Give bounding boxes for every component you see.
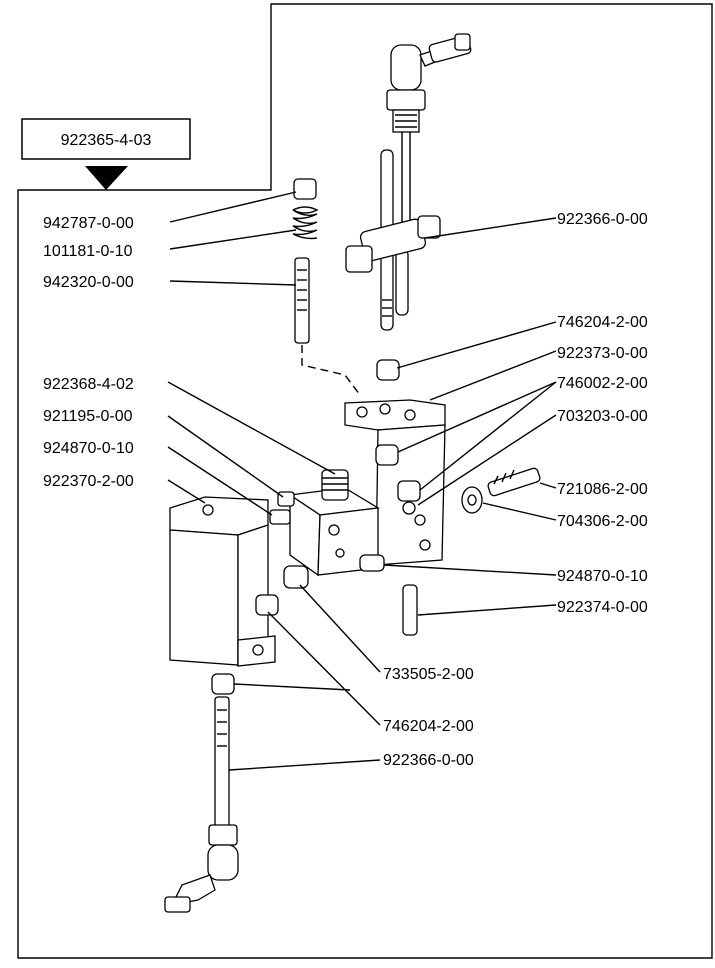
lower-fitting-assembly <box>164 673 239 913</box>
upper-valve-assembly <box>345 33 472 331</box>
callout-labels: 942787-0-00 101181-0-10 942320-0-00 9223… <box>43 211 648 769</box>
callout-924870-left: 924870-0-10 <box>43 440 134 457</box>
callout-746002: 746002-2-00 <box>557 375 648 392</box>
callout-746204-bottom: 746204-2-00 <box>383 718 474 735</box>
nut-733505 <box>283 565 309 589</box>
reference-arrow-icon <box>85 166 128 190</box>
callout-922368: 922368-4-02 <box>43 376 134 393</box>
callout-922370: 922370-2-00 <box>43 473 134 490</box>
callout-704306: 704306-2-00 <box>557 513 648 530</box>
spring-stud-group <box>292 178 361 396</box>
callout-942787: 942787-0-00 <box>43 215 134 232</box>
callout-922366-bottom: 922366-0-00 <box>383 752 474 769</box>
leader-lines <box>167 191 557 771</box>
reference-box: 922365-4-03 <box>21 118 191 190</box>
pin-922374 <box>402 584 418 636</box>
nut-top <box>376 359 400 381</box>
nut-746204-lower <box>255 594 279 616</box>
callout-922366-top: 922366-0-00 <box>557 211 648 228</box>
screw-washer <box>461 467 541 514</box>
valve-block <box>269 469 385 577</box>
left-box-bracket <box>169 496 276 667</box>
callout-921195: 921195-0-00 <box>43 408 133 425</box>
diagram-frame <box>17 3 713 959</box>
reference-box-label: 922365-4-03 <box>61 132 152 149</box>
callout-922374: 922374-0-00 <box>557 599 648 616</box>
mounting-bracket <box>344 399 446 566</box>
callout-924870-right: 924870-0-10 <box>557 568 648 585</box>
callout-721086: 721086-2-00 <box>557 481 648 498</box>
callout-703203: 703203-0-00 <box>557 408 648 425</box>
callout-101181: 101181-0-10 <box>43 243 133 260</box>
callout-746204-top: 746204-2-00 <box>557 314 648 331</box>
callout-733505: 733505-2-00 <box>383 666 474 683</box>
callout-942320: 942320-0-00 <box>43 274 134 291</box>
callout-922373: 922373-0-00 <box>557 345 648 362</box>
